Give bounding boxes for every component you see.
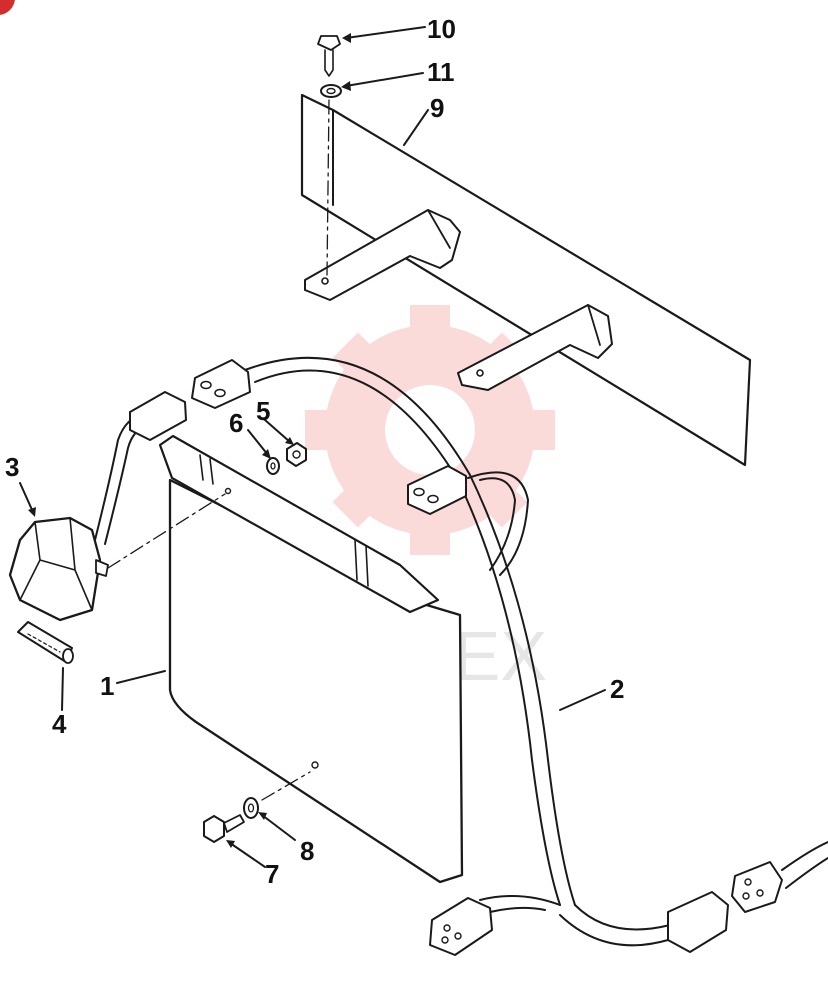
bulb-4 bbox=[17, 621, 74, 664]
callout-9: 9 bbox=[430, 93, 444, 123]
washer-11 bbox=[320, 84, 342, 98]
washer-8 bbox=[243, 797, 259, 819]
callout-1: 1 bbox=[100, 671, 114, 701]
lamp-3 bbox=[8, 391, 187, 622]
nut-5 bbox=[286, 442, 307, 467]
callout-11: 11 bbox=[427, 57, 455, 87]
bolt-7 bbox=[203, 814, 245, 843]
callout-10: 10 bbox=[427, 14, 456, 44]
callout-7: 7 bbox=[265, 859, 279, 889]
mud-flap-1 bbox=[158, 434, 464, 884]
bracket-9 bbox=[300, 93, 752, 467]
corner-badge bbox=[0, 0, 15, 15]
callout-3: 3 bbox=[5, 452, 19, 482]
bolt-centre-line bbox=[261, 771, 311, 801]
lamp-mount-line bbox=[107, 493, 226, 569]
callout-5: 5 bbox=[256, 396, 270, 426]
wiring-harness-2 bbox=[191, 356, 828, 956]
leader-lines bbox=[19, 26, 606, 868]
callout-6: 6 bbox=[229, 408, 243, 438]
fastener-centre-line bbox=[326, 99, 330, 276]
washer-6 bbox=[266, 457, 280, 475]
callout-8: 8 bbox=[300, 836, 314, 866]
callout-2: 2 bbox=[610, 674, 624, 704]
callout-4: 4 bbox=[52, 709, 67, 739]
screw-10 bbox=[317, 35, 341, 77]
